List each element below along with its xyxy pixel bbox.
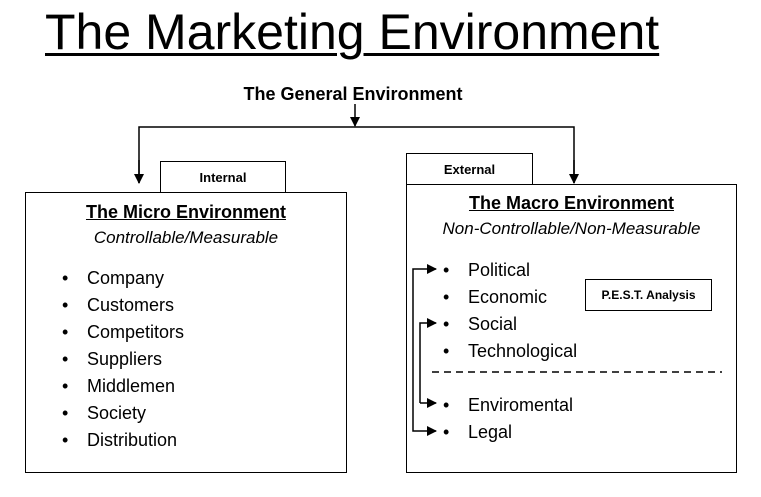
micro-item-society: Society	[87, 403, 147, 423]
internal-tab-label: Internal	[199, 169, 247, 185]
micro-item-company: Company	[87, 268, 165, 288]
bullet: •	[62, 403, 69, 423]
micro-item-competitors: Competitors	[87, 322, 185, 342]
macro-item-technological: Technological	[468, 341, 578, 361]
macro-subtitle: Non-Controllable/Non-Measurable	[442, 219, 701, 238]
bullet: •	[443, 341, 450, 361]
bullet: •	[443, 314, 450, 334]
branch-line	[138, 126, 575, 183]
micro-title: The Micro Environment	[85, 202, 287, 222]
bullet: •	[62, 322, 69, 342]
legal-connector	[412, 350, 437, 436]
bullet: •	[443, 395, 450, 415]
micro-item-customers: Customers	[87, 295, 175, 315]
political-connector	[412, 264, 437, 350]
macro-item-economic: Economic	[468, 287, 548, 307]
micro-item-distribution: Distribution	[87, 430, 178, 450]
macro-item-social: Social	[468, 314, 518, 334]
general-environment-label: The General Environment	[243, 84, 463, 104]
bullet: •	[62, 268, 69, 288]
macro-item-political: Political	[468, 260, 531, 280]
macro-item-enviromental: Enviromental	[468, 395, 574, 415]
bullet: •	[62, 349, 69, 369]
micro-environment-box: The Micro Environment Controllable/Measu…	[25, 192, 347, 473]
micro-item-suppliers: Suppliers	[87, 349, 163, 369]
pest-analysis-box: P.E.S.T. Analysis	[585, 279, 712, 311]
macro-environment-box: The Macro Environment Non-Controllable/N…	[406, 184, 737, 473]
internal-tab: Internal	[160, 161, 286, 193]
macro-title: The Macro Environment	[468, 193, 675, 213]
pest-analysis-label: P.E.S.T. Analysis	[601, 288, 696, 302]
bullet: •	[62, 295, 69, 315]
bullet: •	[443, 422, 450, 442]
external-tab: External	[406, 153, 533, 185]
bullet: •	[443, 287, 450, 307]
page-title: The Marketing Environment	[45, 4, 660, 60]
external-tab-label: External	[443, 161, 496, 177]
micro-item-middlemen: Middlemen	[87, 376, 176, 396]
macro-item-legal: Legal	[468, 422, 513, 442]
micro-subtitle: Controllable/Measurable	[93, 228, 279, 247]
social-connector	[419, 318, 437, 403]
bullet: •	[62, 430, 69, 450]
bullet: •	[62, 376, 69, 396]
bullet: •	[443, 260, 450, 280]
